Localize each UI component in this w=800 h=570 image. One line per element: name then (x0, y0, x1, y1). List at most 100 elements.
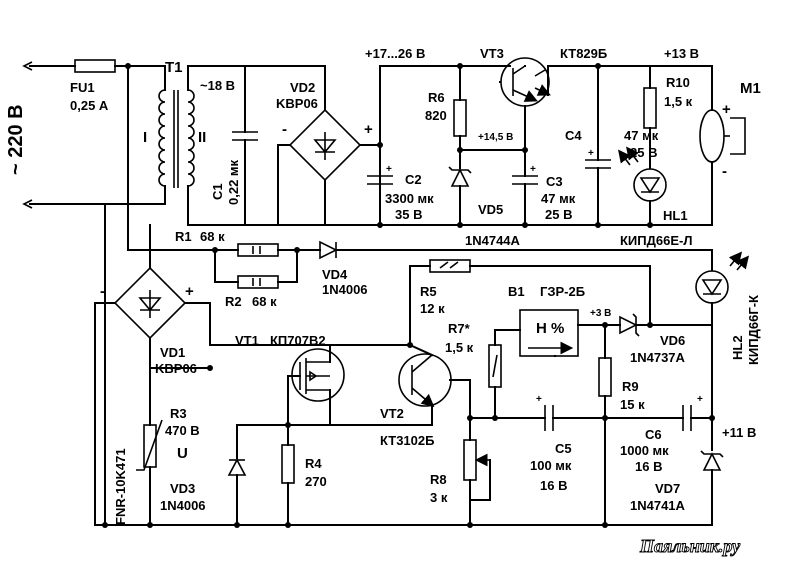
c3-value: 47 мк (541, 191, 576, 206)
c3-voltage: 25 В (545, 207, 572, 222)
c4-value: 47 мк (624, 128, 659, 143)
c2-plus-sign: + (386, 164, 392, 175)
vd3-ref: VD3 (170, 481, 195, 496)
r1-ref: R1 (175, 229, 192, 244)
vd6-ref: VD6 (660, 333, 685, 348)
resistor-r1-r2: R1 68 к R2 68 к (127, 65, 321, 309)
resistor-r9: R9 15 к (598, 324, 645, 421)
c4-plus-sign: + (588, 148, 594, 159)
c1-value: 0,22 мк (226, 159, 241, 205)
r4-ref: R4 (305, 456, 322, 471)
c5-voltage: 16 В (540, 478, 567, 493)
m1-plus-sign: + (722, 101, 731, 118)
r10-ref: R10 (666, 75, 690, 90)
vd2-type: KBP06 (276, 96, 318, 111)
transformer-t1: T1 I II ~18 В (104, 59, 246, 226)
vd4-ref: VD4 (322, 267, 348, 282)
rail-17-26-label: +17...26 В (365, 46, 425, 61)
t1-winding2: II (198, 129, 206, 146)
r6-value: 820 (425, 108, 447, 123)
resistor-r4: R4 270 (281, 424, 327, 526)
fu1-ref: FU1 (70, 80, 95, 95)
vd7-type: 1N4741A (630, 498, 686, 513)
r7-value: 1,5 к (445, 340, 474, 355)
c5-plus-sign: + (536, 394, 542, 405)
r3-type: FNR-10K471 (113, 448, 128, 525)
return-bus (377, 222, 713, 228)
zener-vd6: VD6 1N4737A (602, 313, 686, 365)
r9-ref: R9 (622, 379, 639, 394)
capacitor-c5: + C5 100 мк 16 В (530, 394, 606, 493)
r2-ref: R2 (225, 294, 242, 309)
r3-symbol: U (177, 445, 188, 462)
rail-11-label: +11 В (722, 425, 756, 440)
led-hl2: HL2 КИПД66Г-К (649, 249, 761, 365)
diode-vd4: VD4 1N4006 (319, 240, 713, 297)
rail-14-5-label: +14,5 В (478, 132, 513, 143)
b1-ref: B1 (508, 284, 525, 299)
hl2-type: КИПД66Г-К (746, 295, 761, 365)
vd1-type: KBP06 (155, 361, 197, 376)
r3-value: 470 В (165, 423, 200, 438)
vd2-minus-sign: - (282, 121, 287, 138)
c5-value: 100 мк (530, 458, 572, 473)
rail-17-26: +17...26 В (365, 46, 511, 226)
vd6-type: 1N4737A (630, 350, 686, 365)
mosfet-vt1: VT1 КП707В2 (207, 333, 411, 428)
rail-13-label: +13 В (664, 46, 699, 61)
t1-sec-voltage: ~18 В (200, 78, 235, 93)
capacitor-c6: + C6 1000 мк 16 В (604, 394, 713, 474)
mains-input: ~ 220 В (5, 61, 106, 209)
diode-vd3: VD3 1N4006 (160, 424, 247, 526)
b1-symbol: H % (536, 320, 564, 337)
r6-ref: R6 (428, 90, 445, 105)
resistor-r6: R6 820 (425, 65, 467, 153)
watermark: Паяльник.ру (639, 536, 741, 556)
vd2-ref: VD2 (290, 80, 315, 95)
vt3-type: КТ829Б (560, 46, 607, 61)
transistor-vt2: VT2 КТ3102Б (369, 343, 473, 448)
r5-ref: R5 (420, 284, 437, 299)
bridge-vd2: - + VD2 KBP06 (244, 65, 381, 226)
r2-value: 68 к (252, 294, 277, 309)
led-hl1: HL1 КИПД66Е-Л (618, 146, 692, 248)
c4-ref: C4 (565, 128, 582, 143)
resistor-r7: R7* 1,5 к (445, 321, 546, 421)
hl1-ref: HL1 (663, 208, 688, 223)
vd1-ref: VD1 (160, 345, 185, 360)
motor-m1: M1 + - (699, 65, 761, 226)
vd1-minus-sign: - (100, 283, 105, 300)
m1-minus-sign: - (722, 163, 727, 180)
bridge-vd1: - + VD1 KBP06 (94, 203, 211, 526)
r5-value: 12 к (420, 301, 445, 316)
vt2-ref: VT2 (380, 406, 404, 421)
vd4-type: 1N4006 (322, 282, 368, 297)
zener-vd7: +11 В VD7 1N4741A (630, 324, 756, 526)
vt3-ref: VT3 (480, 46, 504, 61)
c2-ref: C2 (405, 172, 422, 187)
t1-winding1: I (143, 129, 147, 146)
mains-voltage-label: ~ 220 В (5, 104, 27, 175)
r10-value: 1,5 к (664, 94, 693, 109)
c6-plus-sign: + (697, 394, 703, 405)
vd7-ref: VD7 (655, 481, 680, 496)
r7-ref: R7* (448, 321, 471, 336)
r8-ref: R8 (430, 472, 447, 487)
r4-value: 270 (305, 474, 327, 489)
bottom-bus (94, 417, 713, 528)
c3-ref: C3 (546, 174, 563, 189)
zener-vd5: VD5 1N4744A (448, 149, 521, 248)
t1-ref: T1 (165, 59, 183, 76)
vd2-plus-sign: + (364, 121, 373, 138)
varistor-r3: R3 470 В U FNR-10K471 (113, 367, 200, 526)
resistor-r5: R5 12 к (407, 259, 651, 348)
fu1-value: 0,25 А (70, 98, 109, 113)
potentiometer-r8: R8 3 к (430, 417, 491, 526)
vd5-type: 1N4744A (465, 233, 521, 248)
r8-value: 3 к (430, 490, 448, 505)
vd5-ref: VD5 (478, 202, 503, 217)
sensor-b1: H % B1 ГЗР-2Б +3 В (508, 284, 621, 357)
r3-ref: R3 (170, 406, 187, 421)
c3-plus-sign: + (530, 164, 536, 175)
capacitor-c3: + C3 47 мк 25 В (512, 147, 576, 226)
